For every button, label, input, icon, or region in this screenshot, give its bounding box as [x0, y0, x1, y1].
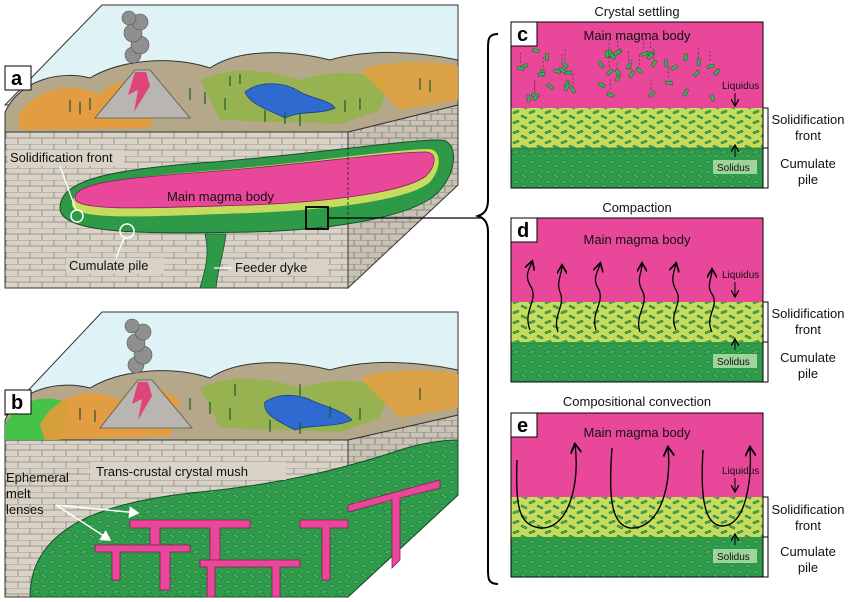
settling-crystal: [531, 93, 540, 102]
panel-b-letter: b: [11, 392, 23, 414]
settling-crystal: [614, 68, 622, 77]
trans-crustal-label: Trans-crustal crystal mush: [96, 464, 248, 479]
cumulate-pile-right-c2: pile: [798, 172, 818, 187]
settling-crystal: [526, 94, 531, 103]
panel-e-graphic: [510, 412, 764, 578]
settling-crystal: [564, 70, 573, 75]
panel-d-liquidus-label: Liquidus: [722, 270, 759, 281]
settling-crystal: [646, 52, 655, 61]
settling-crystal: [683, 53, 688, 62]
solidification-front-label: Solidification front: [10, 150, 113, 165]
solidification-front-right-e2: front: [795, 518, 821, 533]
panel-e-liquidus-label: Liquidus: [722, 466, 759, 477]
settling-crystal: [635, 66, 644, 75]
settling-crystal: [609, 52, 617, 61]
settling-crystal: [561, 61, 569, 70]
settling-crystal: [647, 90, 656, 99]
settling-crystal: [706, 63, 715, 69]
settling-crystal: [640, 51, 649, 57]
settling-crystal: [663, 59, 669, 68]
settling-crystal: [531, 48, 540, 53]
panel-e-magma-label: Main magma body: [584, 425, 691, 440]
panel-d-graphic: [510, 217, 764, 383]
cumulate-pile-label: Cumulate pile: [69, 258, 149, 273]
cumulate-pile-right-c1: Cumulate: [780, 156, 836, 171]
settling-crystal: [605, 68, 614, 76]
feeder-dyke-label: Feeder dyke: [235, 260, 307, 275]
settling-crystal: [696, 58, 701, 67]
panel-c-magma-label: Main magma body: [584, 28, 691, 43]
settling-crystal: [713, 68, 721, 77]
settling-crystal: [606, 92, 615, 98]
settling-crystal: [670, 64, 679, 71]
ephemeral-label-line3: lenses: [6, 502, 44, 517]
solidification-front-right-c1: Solidification: [772, 112, 845, 127]
panel-c-heading: Crystal settling: [594, 4, 679, 19]
cumulate-pile-right-e1: Cumulate: [780, 544, 836, 559]
panel-d-letter: d: [517, 220, 529, 242]
ephemeral-label-line1: Ephemeral: [6, 470, 69, 485]
cumulate-pile-right-e2: pile: [798, 560, 818, 575]
panel-e-heading: Compositional convection: [563, 394, 711, 409]
solidification-front-right-d2: front: [795, 322, 821, 337]
settling-crystal: [569, 85, 576, 94]
solidification-front-right-e1: Solidification: [772, 502, 845, 517]
settling-crystal: [628, 70, 636, 79]
ephemeral-label-line2: melt: [6, 486, 31, 501]
panel-c-letter: c: [517, 24, 528, 46]
panel-d-solidus-label: Solidus: [717, 357, 750, 368]
settling-crystal: [545, 53, 549, 61]
panel-a-letter: a: [11, 68, 23, 90]
settling-crystal: [650, 59, 658, 68]
panel-c-graphic: [510, 21, 764, 189]
settling-crystal: [597, 60, 605, 69]
settling-crystal: [516, 65, 525, 71]
settling-crystal: [664, 80, 673, 86]
panel-e-solidus-label: Solidus: [717, 552, 750, 563]
settling-crystal: [613, 49, 622, 56]
settling-crystal: [604, 50, 609, 58]
settling-crystal: [563, 83, 571, 92]
right-bracket-lines: [763, 107, 769, 578]
settling-crystal: [709, 93, 716, 102]
settling-crystal: [692, 69, 701, 78]
settling-crystal: [682, 88, 690, 97]
cumulate-pile-right-d1: Cumulate: [780, 350, 836, 365]
settling-crystal: [597, 81, 606, 89]
settling-crystal: [558, 66, 567, 74]
solidification-front-right-d1: Solidification: [772, 306, 845, 321]
settling-crystal: [553, 69, 562, 74]
settling-crystal: [625, 61, 633, 71]
panel-c-solidus-label: Solidus: [717, 163, 750, 174]
panel-c-liquidus-label: Liquidus: [722, 81, 759, 92]
panel-e-letter: e: [517, 415, 528, 437]
panel-brace: [474, 33, 499, 585]
settling-crystal: [545, 82, 555, 91]
cumulate-pile-right-d2: pile: [798, 366, 818, 381]
block-b: [3, 311, 459, 599]
panel-d-magma-label: Main magma body: [584, 232, 691, 247]
panel-d-heading: Compaction: [602, 200, 671, 215]
settling-crystal: [537, 71, 546, 77]
main-magma-body-label-a: Main magma body: [167, 189, 274, 204]
solidification-front-right-c2: front: [795, 128, 821, 143]
block-a: [3, 4, 482, 290]
